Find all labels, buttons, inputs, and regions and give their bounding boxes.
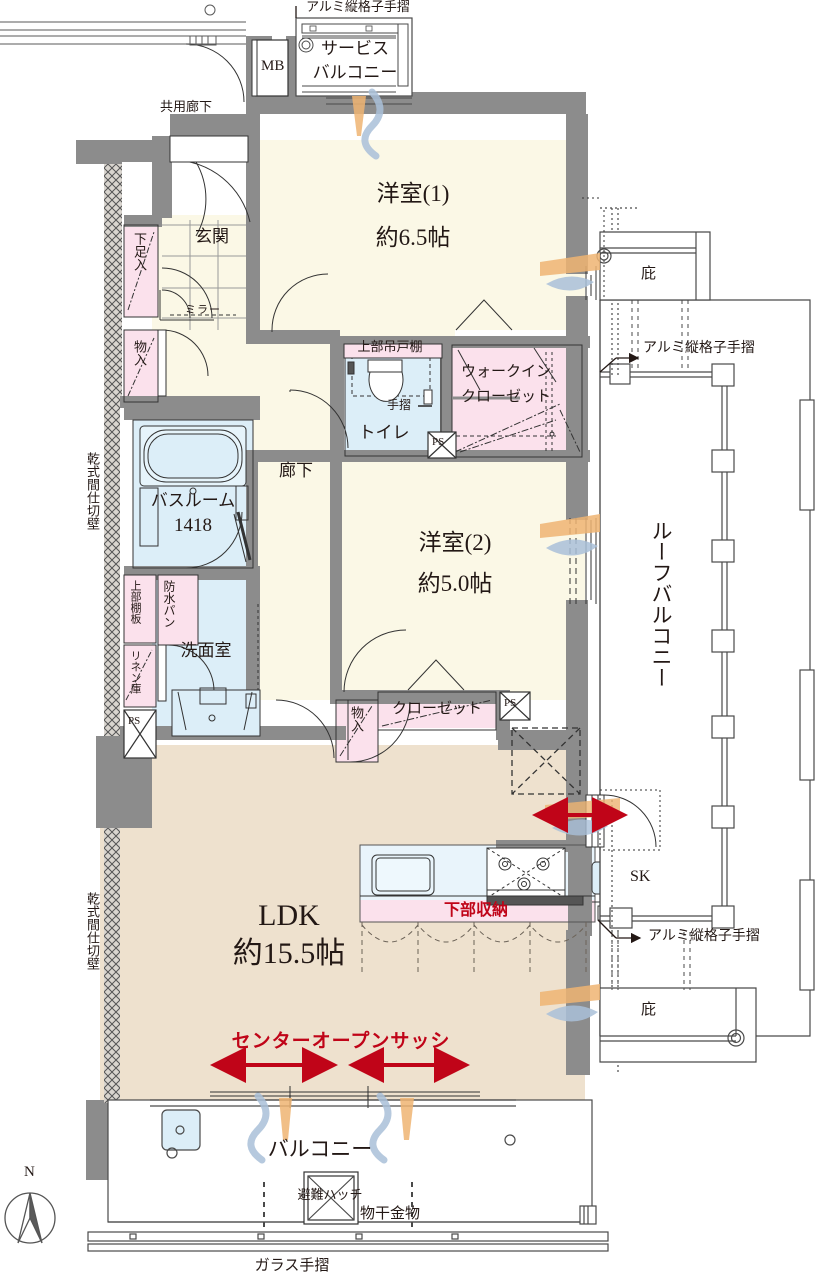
label-toilet: トイレ <box>358 423 410 442</box>
label-eaves-top: 庇 <box>641 266 657 282</box>
label-mb: MB <box>261 58 285 74</box>
label-mono-ire-lower: 物入 <box>349 706 364 732</box>
label-ldk-area: 約15.5帖 <box>232 937 346 970</box>
label-escape-hatch: 避難ハッチ <box>297 1187 363 1202</box>
label-ps-mid: PS <box>432 436 445 448</box>
label-washitsu1-area: 約6.5帖 <box>375 225 451 250</box>
label-alumi-handrail-mid: アルミ縦格子手摺 <box>643 341 755 356</box>
label-service-balcony-line1: サービス <box>321 39 389 58</box>
label-waterproof-pan: 防水パン <box>162 580 176 628</box>
label-genkan: 玄関 <box>195 227 229 246</box>
label-ps-lower: PS <box>504 697 517 709</box>
label-closet: クローゼット <box>391 701 483 717</box>
label-sk: SK <box>630 868 651 885</box>
label-lower-storage: 下部収納 <box>443 902 509 919</box>
label-washitsu2-area: 約5.0帖 <box>417 571 493 596</box>
label-walkin-closet-line1: ウォークイン <box>460 364 552 380</box>
label-washitsu2-name: 洋室(2) <box>418 530 492 555</box>
label-ps-left: PS <box>128 715 141 727</box>
label-bathroom: バスルーム <box>150 491 236 510</box>
label-mirror: ミラー <box>185 304 221 316</box>
label-roof-balcony: ルーフバルコニー <box>649 520 673 688</box>
label-alumi-handrail-bottom: アルミ縦格子手摺 <box>648 929 760 944</box>
label-dry-partition-lower: 乾式間仕切壁 <box>85 892 100 970</box>
label-washitsu1-name: 洋室(1) <box>376 181 450 206</box>
label-eaves-bottom: 庇 <box>641 1002 657 1018</box>
label-common-corridor: 共用廊下 <box>159 99 213 114</box>
label-center-open-sash: センターオープンサッシ <box>231 1031 451 1052</box>
label-corridor: 廊下 <box>279 461 313 480</box>
label-upper-shelf: 上部棚板 <box>129 580 141 624</box>
label-dry-partition-upper: 乾式間仕切壁 <box>85 452 100 530</box>
label-glass-handrail: ガラス手摺 <box>254 1258 330 1274</box>
label-service-balcony-line2: バルコニー <box>312 63 398 82</box>
compass-north-label: N <box>24 1164 35 1180</box>
label-ldk-name: LDK <box>258 899 320 932</box>
label-drying-hardware: 物干金物 <box>360 1206 421 1222</box>
label-linen-cabinet: リネン庫 <box>129 650 141 694</box>
label-alumi-handrail-top: アルミ縦格子手摺 <box>306 0 410 14</box>
label-walkin-closet-line2: クローゼット <box>460 389 552 405</box>
label-washroom: 洗面室 <box>180 641 232 660</box>
label-upper-hanging-cabinet: 上部吊戸棚 <box>357 339 423 354</box>
label-getabako: 下足入 <box>132 232 147 271</box>
label-handrail-toilet: 手摺 <box>386 398 412 412</box>
label-mono-ire-upper: 物入 <box>132 340 147 366</box>
label-balcony: バルコニー <box>267 1137 373 1161</box>
label-bathroom-size: 1418 <box>174 515 212 536</box>
